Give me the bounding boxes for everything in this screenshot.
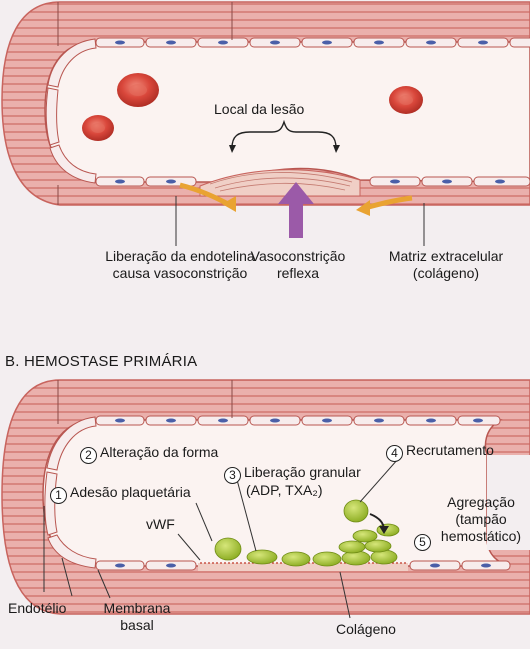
step-2-text: Alteração da forma — [100, 444, 218, 460]
basal-membrane-label: Membrana basal — [92, 600, 182, 634]
membrane-line2: basal — [92, 617, 182, 634]
step-5-number-wrap: 5 — [414, 531, 434, 551]
collagen-label: Colágeno — [336, 621, 396, 638]
matrix-label-line1: Matriz extracelular — [376, 248, 516, 265]
step-1-number: 1 — [50, 487, 67, 504]
reflex-label-line1: Vasoconstrição — [243, 248, 353, 265]
extracellular-matrix-label: Matriz extracelular (colágeno) — [376, 248, 516, 282]
step-1-text: Adesão plaquetária — [70, 484, 191, 500]
step-4-number: 4 — [386, 445, 403, 462]
step-2-number: 2 — [80, 447, 97, 464]
step-5-line1: Agregação — [432, 494, 530, 511]
step-3-text: Liberação granular — [244, 464, 361, 480]
endothelium-label: Endotélio — [8, 600, 66, 617]
step-3-sublabel: (ADP, TXA₂) — [246, 482, 323, 499]
endothelin-label-line1: Liberação da endotelina — [95, 248, 265, 265]
step-3-number: 3 — [224, 467, 241, 484]
vwf-label: vWF — [146, 516, 175, 533]
step-4-text: Recrutamento — [406, 442, 494, 458]
endothelin-label: Liberação da endotelina causa vasoconstr… — [95, 248, 265, 282]
matrix-label-line2: (colágeno) — [376, 265, 516, 282]
step-5-number: 5 — [414, 534, 431, 551]
membrane-line1: Membrana — [92, 600, 182, 617]
endothelium-top-a — [96, 38, 530, 47]
section-title-primary-hemostasis: B. HEMOSTASE PRIMÁRIA — [5, 353, 197, 370]
endothelin-label-line2: causa vasoconstrição — [95, 265, 265, 282]
step-5-line2: (tampão — [432, 511, 530, 528]
vessel-a — [2, 2, 530, 246]
lesion-site-label: Local da lesão — [214, 101, 304, 118]
step-5-line3: hemostático) — [432, 528, 530, 545]
step-5-label: Agregação (tampão hemostático) — [432, 494, 530, 545]
reflex-label-line2: reflexa — [243, 265, 353, 282]
reflex-vasoconstriction-label: Vasoconstrição reflexa — [243, 248, 353, 282]
